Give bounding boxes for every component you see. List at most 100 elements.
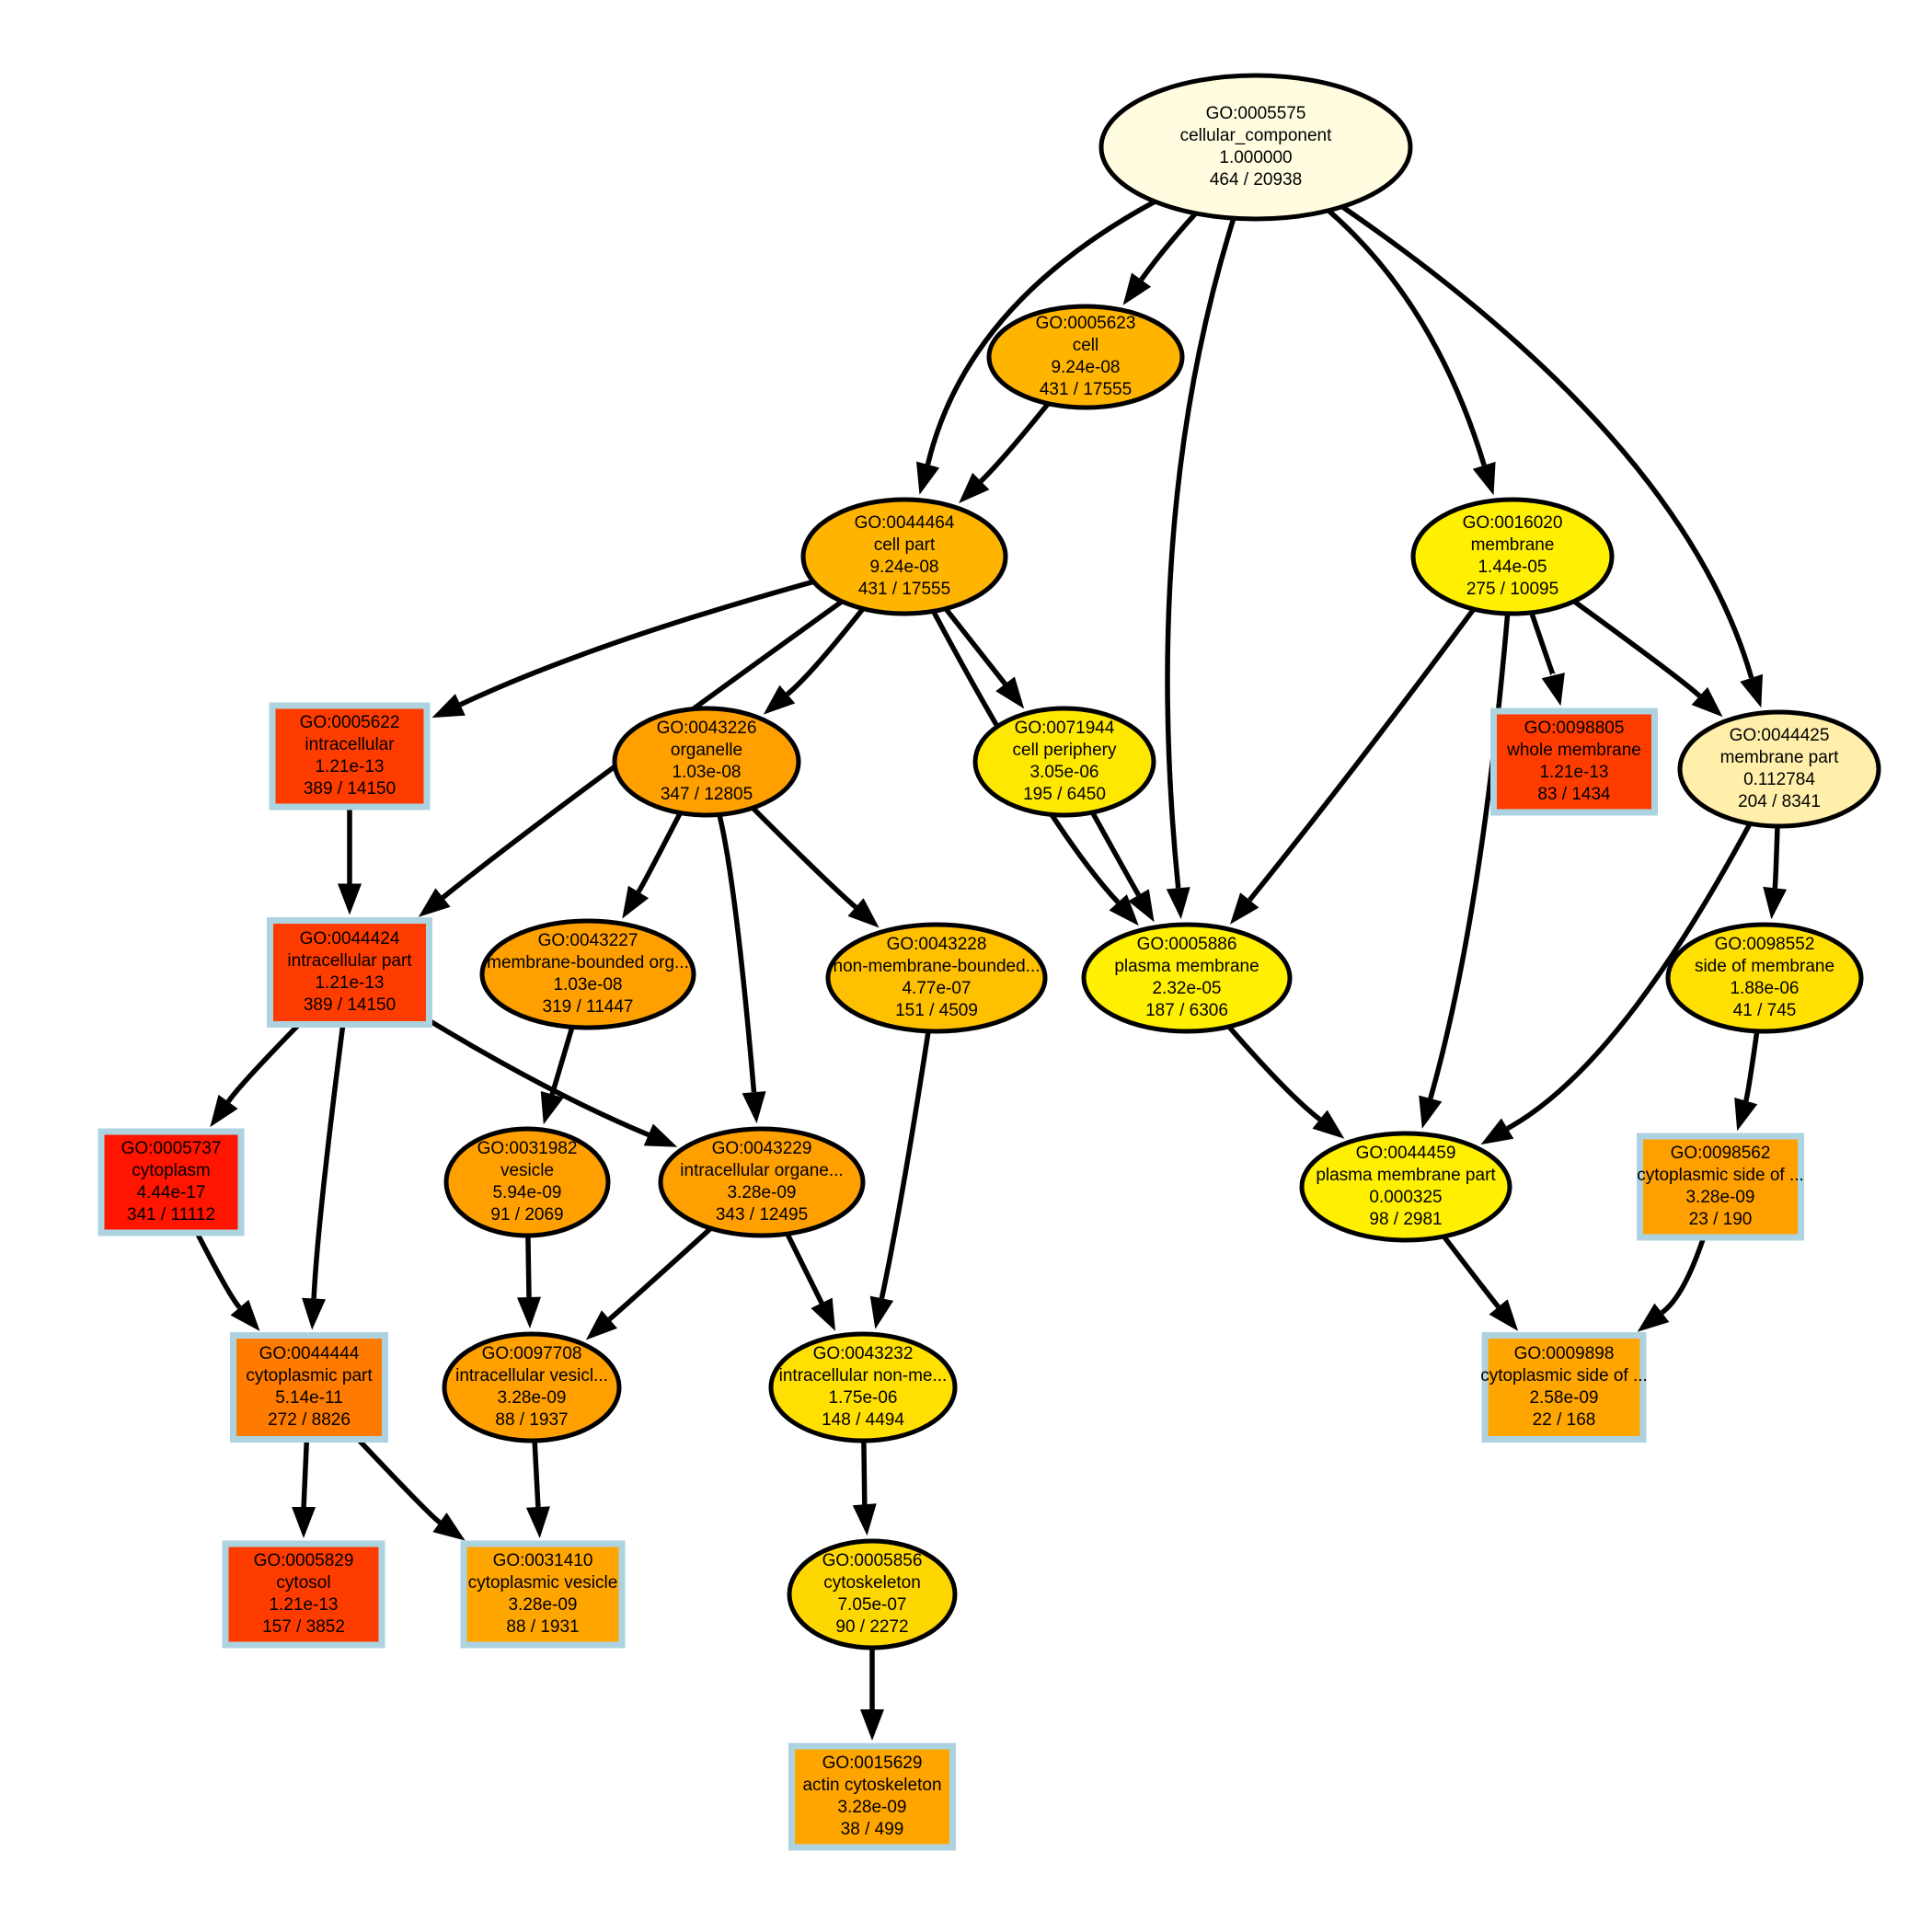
node-pvalue: 9.24e-08 <box>869 558 938 577</box>
edge <box>1327 208 1487 466</box>
node-go-id: GO:0097708 <box>482 1344 582 1363</box>
node-go-id: GO:0005886 <box>1137 935 1237 954</box>
edge <box>549 1026 575 1098</box>
edge <box>301 1439 310 1510</box>
node-counts: 157 / 3852 <box>262 1617 345 1637</box>
node-go-id: GO:0005856 <box>822 1551 923 1570</box>
edge-arrowhead <box>1763 886 1788 920</box>
nodes-layer: GO:0005575cellular_component1.000000464 … <box>98 73 1881 1851</box>
node-shape[interactable] <box>443 1126 611 1238</box>
node-shape[interactable] <box>1665 922 1864 1034</box>
node-counts: 319 / 11447 <box>543 997 634 1017</box>
edge <box>1506 822 1753 1132</box>
node-go-id: GO:0043228 <box>887 935 987 954</box>
node-go-id: GO:0005623 <box>1036 314 1136 333</box>
node-counts: 341 / 11112 <box>127 1205 215 1225</box>
node-shape[interactable] <box>612 706 801 818</box>
node-term-name: membrane-bounded org... <box>487 953 689 972</box>
edge-arrowhead <box>643 1123 678 1147</box>
node-shape[interactable] <box>787 1538 958 1650</box>
edge <box>1529 611 1557 679</box>
node-term-name: intracellular <box>305 735 395 754</box>
node-shape[interactable] <box>1637 1133 1804 1241</box>
node-shape[interactable] <box>1490 707 1658 816</box>
node-counts: 83 / 1434 <box>1537 785 1611 804</box>
edge <box>459 579 815 707</box>
edge-arrowhead <box>1122 272 1152 305</box>
node-shape[interactable] <box>825 922 1048 1034</box>
node-counts: 343 / 12495 <box>716 1205 808 1225</box>
node-go-id: GO:0015629 <box>822 1754 923 1773</box>
node-shape[interactable] <box>98 1128 245 1236</box>
node-shape[interactable] <box>442 1331 622 1443</box>
node-shape[interactable] <box>222 1540 385 1649</box>
node-term-name: vesicle <box>500 1161 554 1180</box>
node-shape[interactable] <box>460 1540 626 1649</box>
node-shape[interactable] <box>1098 73 1413 222</box>
node-shape[interactable] <box>788 1742 956 1851</box>
node-shape[interactable] <box>1081 922 1293 1034</box>
node-shape[interactable] <box>479 918 696 1030</box>
edge-arrowhead <box>230 1299 260 1331</box>
node-shape[interactable] <box>1481 1332 1647 1443</box>
node-shape[interactable] <box>658 1126 866 1238</box>
node-shape[interactable] <box>986 304 1185 410</box>
node-shape[interactable] <box>972 706 1156 818</box>
node-shape[interactable] <box>269 702 431 811</box>
node-go-id: GO:0005575 <box>1206 104 1306 123</box>
node-shape[interactable] <box>267 917 432 1028</box>
edge <box>1139 212 1198 282</box>
go-node[interactable]: GO:0005575cellular_component1.000000464 … <box>1098 73 1413 222</box>
node-counts: 91 / 2069 <box>490 1205 563 1225</box>
node-shape[interactable] <box>1299 1131 1512 1243</box>
edge <box>1572 599 1702 698</box>
node-term-name: non-membrane-bounded... <box>834 957 1041 976</box>
node-shape[interactable] <box>1677 709 1881 829</box>
node-term-name: whole membrane <box>1506 741 1641 760</box>
node-shape[interactable] <box>1410 497 1615 616</box>
edge <box>636 811 683 893</box>
edge-arrowhead <box>1230 892 1259 925</box>
edge-arrowhead <box>517 1296 541 1328</box>
edge-arrowhead <box>1734 1098 1758 1132</box>
node-shape[interactable] <box>768 1331 958 1443</box>
edge-arrowhead <box>811 1297 835 1331</box>
node-counts: 195 / 6450 <box>1023 785 1106 804</box>
edge <box>979 401 1051 484</box>
node-shape[interactable] <box>230 1332 388 1443</box>
go-node[interactable]: GO:0043228non-membrane-bounded...4.77e-0… <box>825 922 1048 1034</box>
node-pvalue: 3.28e-09 <box>497 1388 566 1408</box>
node-pvalue: 1.21e-13 <box>315 973 384 993</box>
edge-arrowhead <box>585 1310 617 1340</box>
node-counts: 22 / 168 <box>1533 1410 1596 1430</box>
node-shape[interactable] <box>800 497 1008 616</box>
node-term-name: plasma membrane part <box>1316 1166 1496 1185</box>
node-counts: 389 / 14150 <box>304 779 396 799</box>
edge-arrowhead <box>763 684 796 715</box>
